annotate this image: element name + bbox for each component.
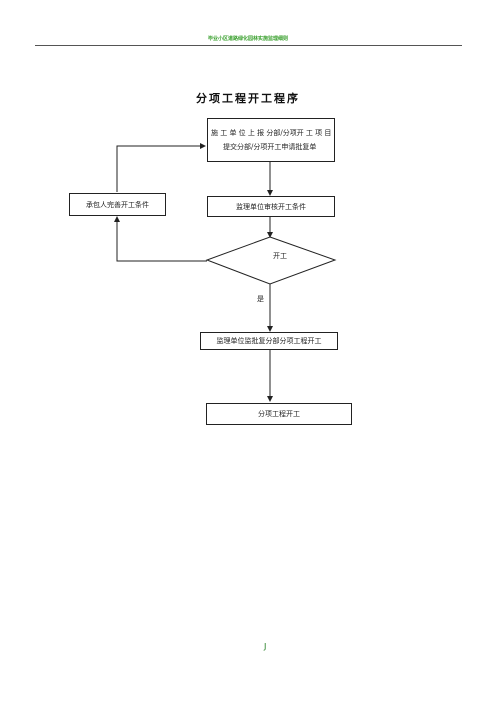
step2-label: 监理单位审核开工条件: [236, 202, 306, 211]
side-box-label: 承包人完善开工条件: [86, 200, 149, 209]
arrow-decision-to-side-box: [114, 216, 207, 262]
page-header: 毕业小区道路绿化园林实施监理细则: [207, 36, 288, 42]
arrow-side-box-to-step1: [116, 143, 206, 192]
side-box: 承包人完善开工条件: [69, 193, 166, 216]
footer-page-mark: J: [264, 642, 267, 651]
decision-diamond: [205, 236, 337, 285]
step1-line1: 施 工 单 位 上 报 分部/分项开 工 项 目: [211, 129, 332, 137]
decision-label: 开工: [273, 252, 287, 260]
step1-line2: 提交分部/分项开工申请批复单: [223, 143, 317, 151]
step4-label: 分项工程开工: [258, 410, 300, 418]
step3-label: 监理单位监批复分部分项工程开工: [216, 337, 322, 345]
header-rule: [35, 45, 462, 46]
step3-box: 监理单位监批复分部分项工程开工: [200, 332, 338, 350]
page-title: 分项工程开工程序: [196, 92, 300, 105]
yes-label: 是: [257, 295, 264, 303]
step2-box: 监理单位审核开工条件: [207, 196, 335, 217]
step4-box: 分项工程开工: [206, 403, 352, 425]
step1-box: 施 工 单 位 上 报 分部/分项开 工 项 目 提交分部/分项开工申请批复单: [207, 118, 335, 162]
